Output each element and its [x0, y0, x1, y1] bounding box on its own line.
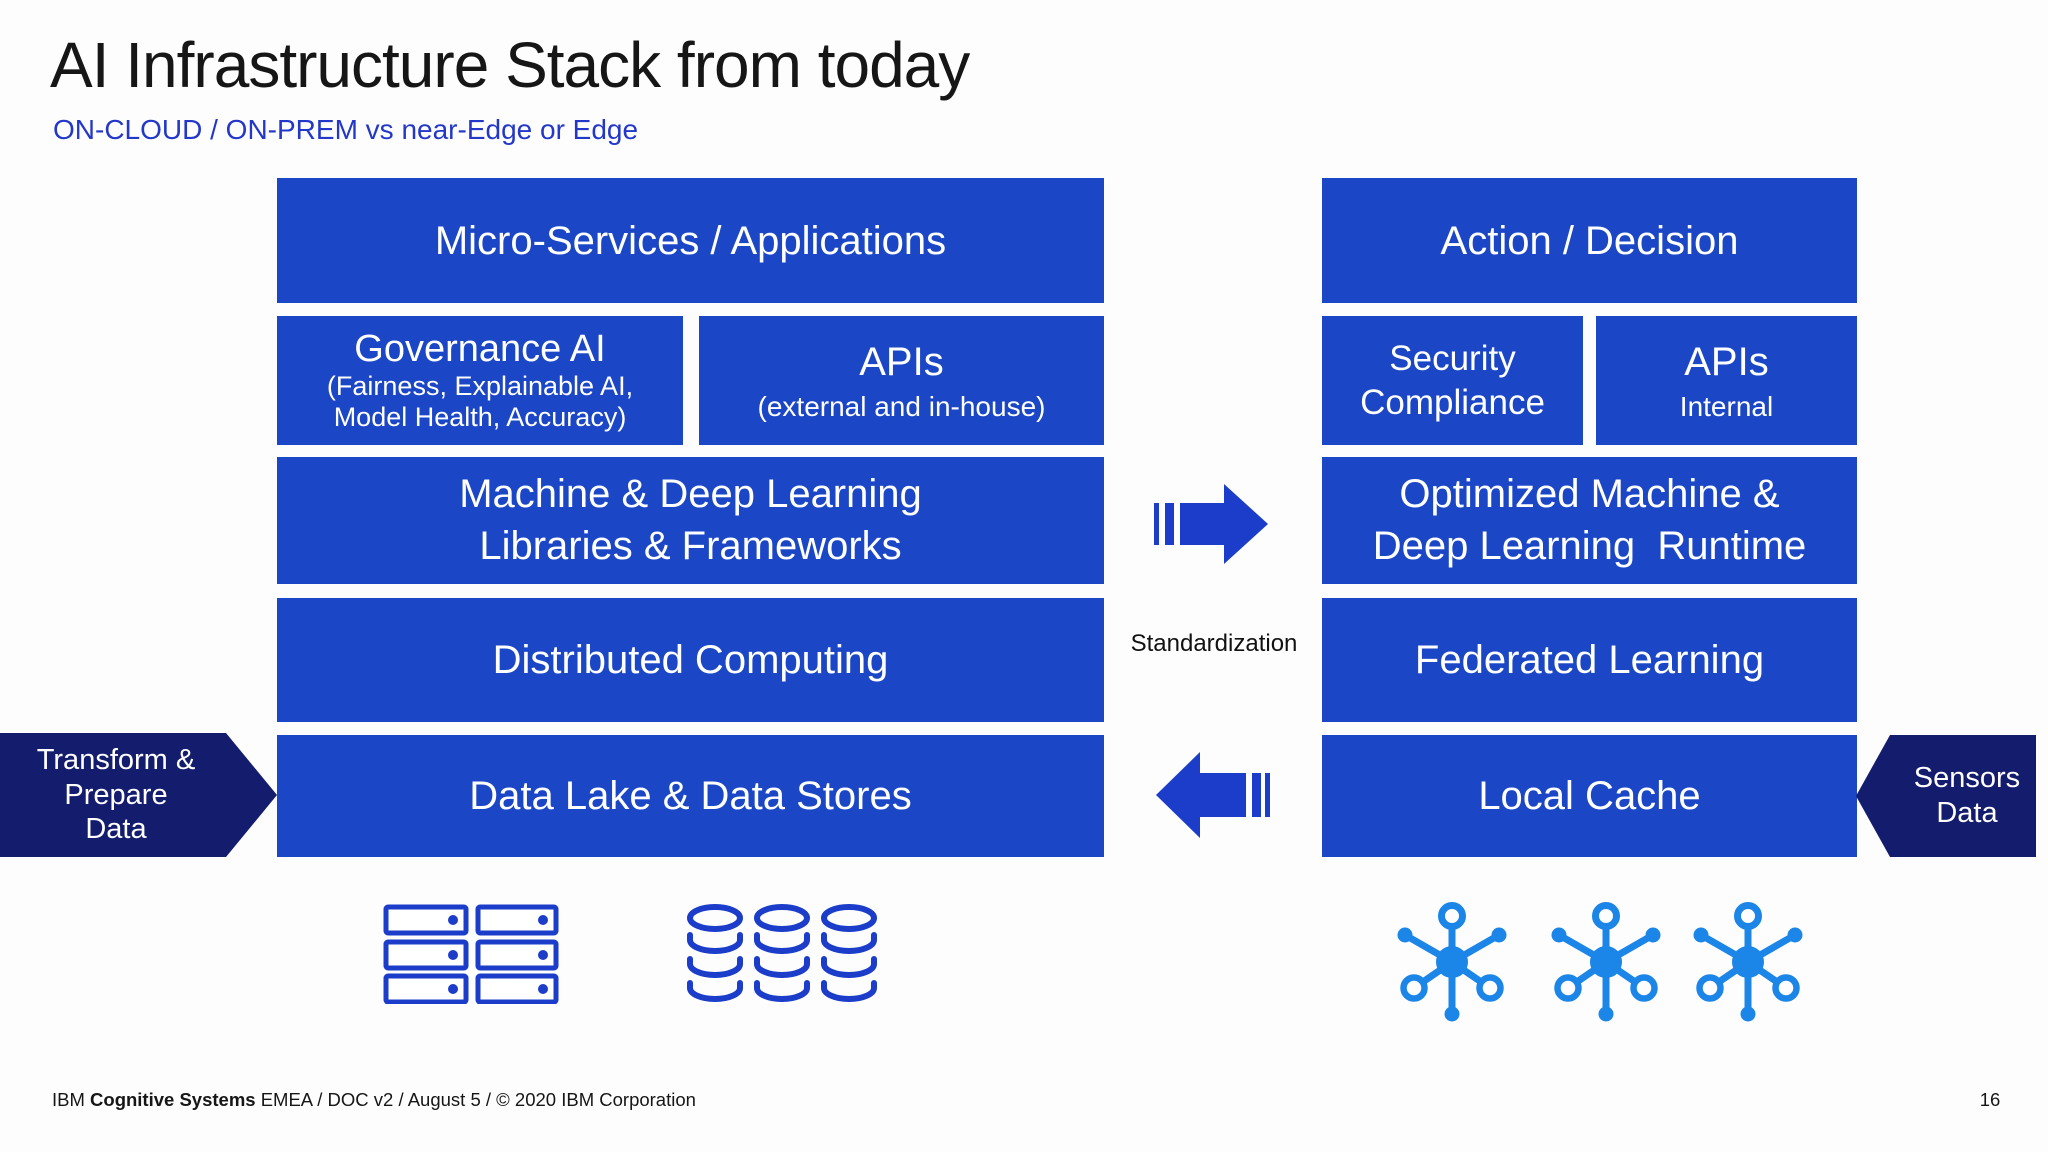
- block-optimized-runtime: Optimized Machine & Deep Learning Runtim…: [1322, 457, 1857, 584]
- page-number: 16: [1979, 1089, 2001, 1110]
- block-sublabel-line2: Model Health, Accuracy): [333, 402, 627, 433]
- block-apis-internal: APIs Internal: [1596, 316, 1857, 445]
- block-label: Data Lake & Data Stores: [469, 774, 912, 818]
- block-label: Local Cache: [1478, 774, 1701, 818]
- block-sublabel: Internal: [1679, 391, 1774, 423]
- block-label: APIs: [859, 340, 944, 385]
- block-label-line2: Compliance: [1360, 382, 1545, 422]
- block-governance-ai: Governance AI (Fairness, Explainable AI,…: [277, 316, 683, 445]
- block-apis-external: APIs (external and in-house): [699, 316, 1104, 445]
- block-micro-services: Micro-Services / Applications: [277, 178, 1104, 303]
- footer-brand: IBM: [52, 1089, 91, 1110]
- footer-brand-bold: Cognitive Systems: [90, 1089, 256, 1110]
- block-sublabel-line1: (Fairness, Explainable AI,: [326, 371, 634, 402]
- block-distributed-computing: Distributed Computing: [277, 598, 1104, 722]
- block-local-cache: Local Cache: [1322, 735, 1857, 857]
- block-federated-learning: Federated Learning: [1322, 598, 1857, 722]
- network-hub-icon: [1397, 902, 1507, 1022]
- chevron-line2: Data: [1936, 797, 1998, 829]
- database-stack-icon: [687, 904, 877, 1002]
- block-label: Distributed Computing: [492, 638, 889, 682]
- transform-prepare-chevron: [0, 733, 277, 857]
- block-action-decision: Action / Decision: [1322, 178, 1857, 303]
- block-data-lake: Data Lake & Data Stores: [277, 735, 1104, 857]
- footer-text: IBM Cognitive Systems EMEA / DOC v2 / Au…: [52, 1089, 696, 1111]
- arrow-right-icon: [1154, 484, 1268, 564]
- sensors-data-chevron: [1856, 735, 2036, 857]
- block-security-compliance: Security Compliance: [1322, 316, 1583, 445]
- sensors-data-label: Sensors Data: [1894, 735, 2040, 857]
- block-sublabel: (external and in-house): [757, 391, 1046, 423]
- transform-prepare-label: Transform & Prepare Data: [4, 733, 228, 857]
- chevron-line1: Transform &: [36, 743, 196, 776]
- block-label: Federated Learning: [1414, 638, 1765, 682]
- block-label: Action / Decision: [1440, 218, 1739, 263]
- standardization-label: Standardization: [1130, 630, 1298, 657]
- block-label: APIs: [1684, 340, 1769, 385]
- arrow-left-icon: [1156, 752, 1270, 838]
- chevron-line2: Prepare: [64, 778, 168, 811]
- block-label-line2: Libraries & Frameworks: [479, 523, 902, 568]
- page-title: AI Infrastructure Stack from today: [50, 29, 970, 101]
- block-label-line1: Machine & Deep Learning: [459, 472, 922, 517]
- chevron-line3: Data: [85, 813, 147, 846]
- server-rack-icon: [383, 904, 559, 1004]
- block-label: Micro-Services / Applications: [434, 218, 947, 263]
- network-hub-icon: [1551, 902, 1661, 1022]
- footer-rest: EMEA / DOC v2 / August 5 / © 2020 IBM Co…: [255, 1089, 696, 1110]
- network-hub-icon: [1693, 902, 1803, 1022]
- block-label-line2: Deep Learning Runtime: [1372, 523, 1807, 568]
- block-label-line1: Optimized Machine &: [1399, 472, 1780, 517]
- block-label-line1: Security: [1389, 338, 1516, 378]
- chevron-line1: Sensors: [1913, 762, 2021, 795]
- block-label: Governance AI: [354, 327, 606, 370]
- page-subtitle: ON-CLOUD / ON-PREM vs near-Edge or Edge: [53, 114, 639, 145]
- block-ml-libraries: Machine & Deep Learning Libraries & Fram…: [277, 457, 1104, 584]
